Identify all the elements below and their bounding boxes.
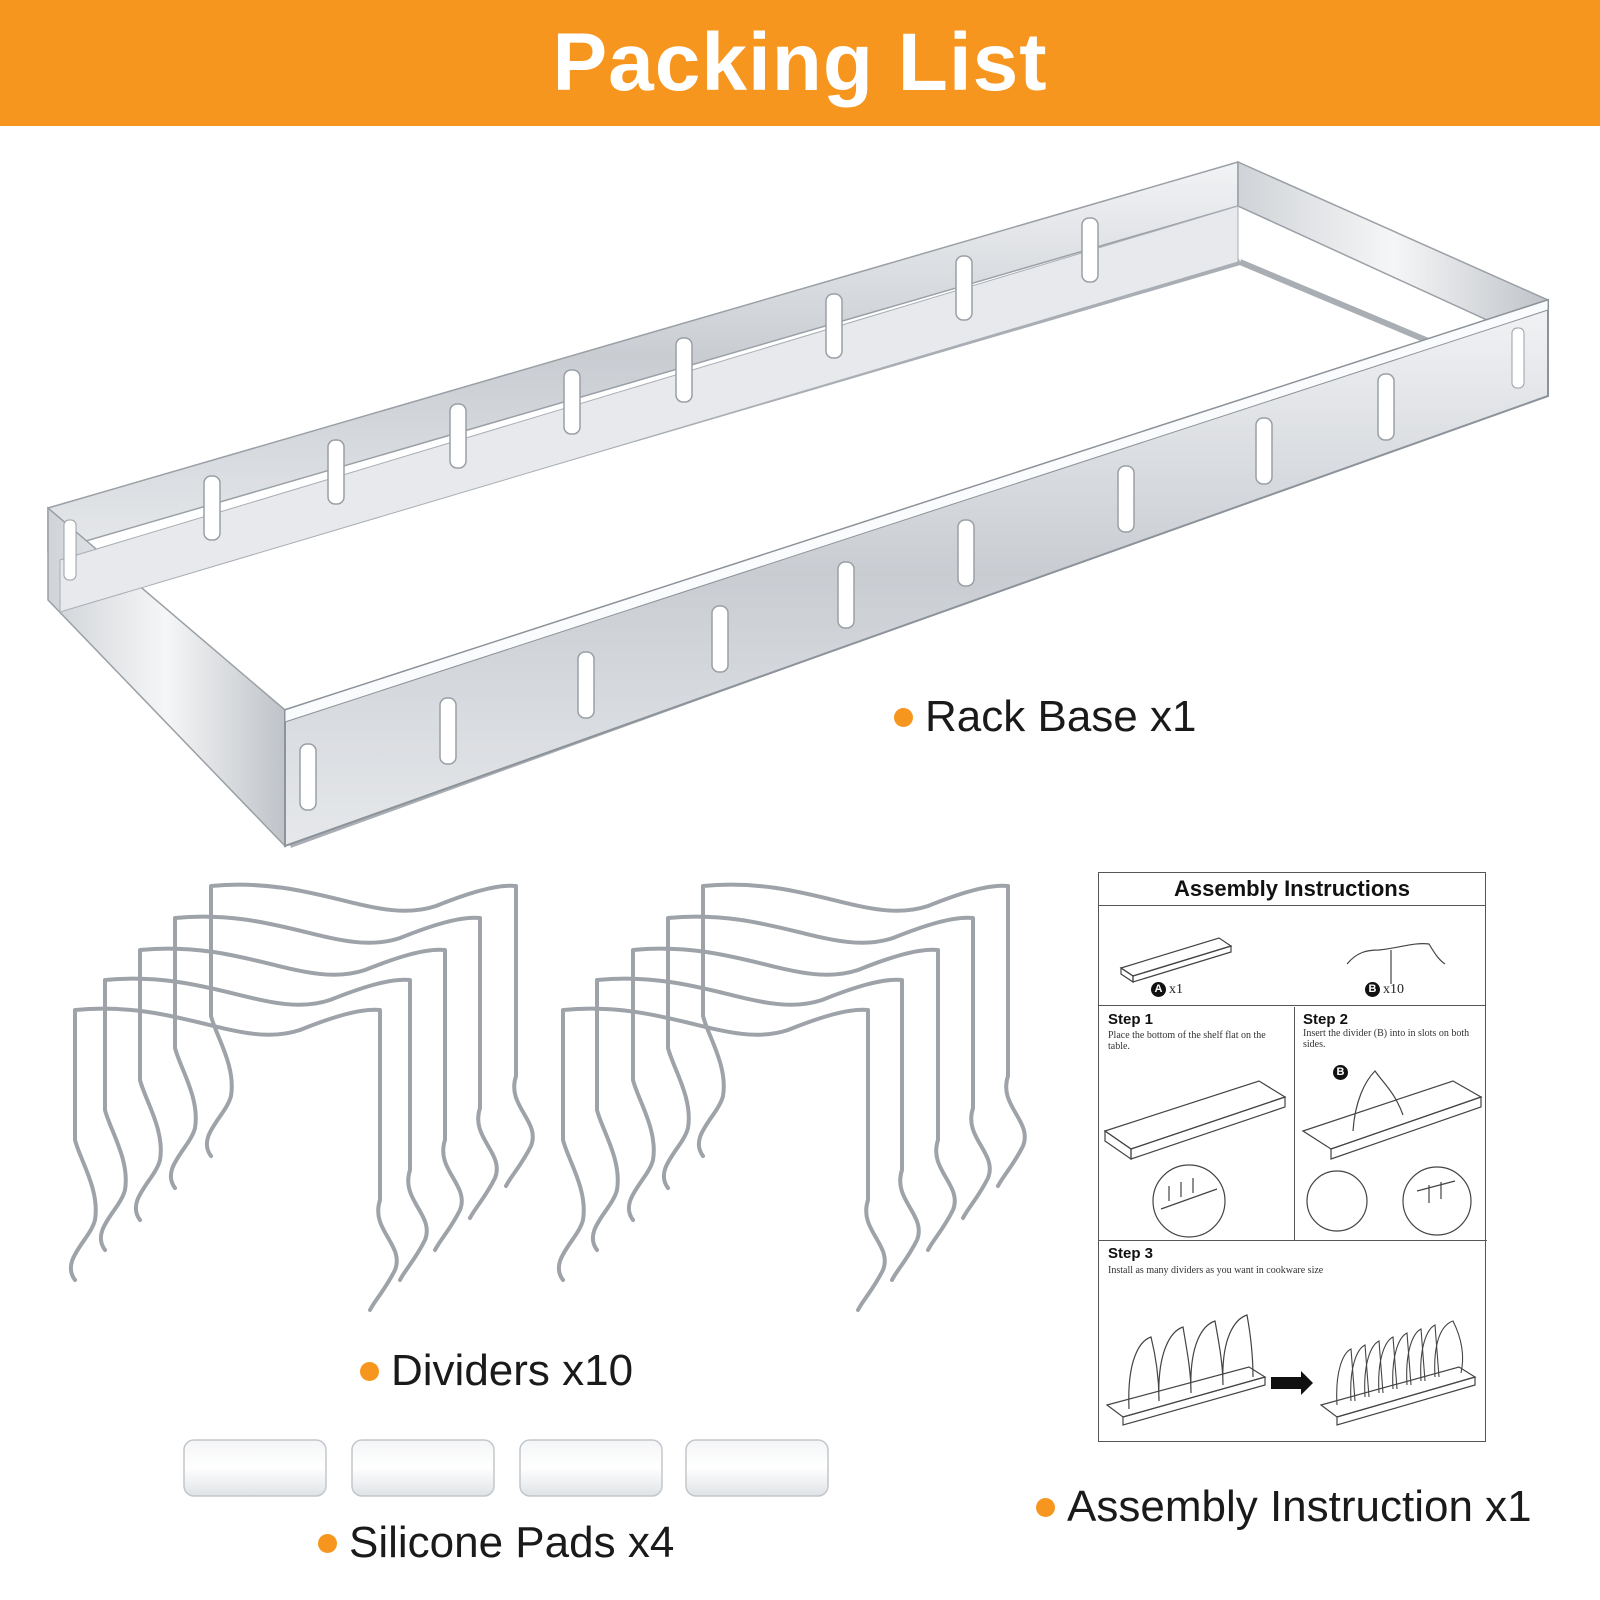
step-2-title: Step 2: [1303, 1011, 1349, 1028]
part-b-badge: B: [1365, 982, 1380, 998]
step-3-title: Step 3: [1108, 1245, 1154, 1262]
step-2-illustration: [1301, 1070, 1483, 1236]
silicone-pads-image: [183, 1439, 829, 1497]
header-banner: Packing List: [0, 0, 1600, 126]
manual-title: Assembly Instructions: [1099, 873, 1485, 906]
step-1-panel: Step 1 Place the bottom of the shelf fla…: [1099, 1007, 1295, 1241]
step-1-illustration: [1103, 1080, 1287, 1238]
step-1-title: Step 1: [1108, 1011, 1154, 1028]
dividers-image: [68, 882, 1027, 1312]
rack-base-label: Rack Base x1: [894, 692, 1196, 742]
step-3-illustration: [1105, 1314, 1477, 1426]
step-3-text: Install as many dividers as you want in …: [1108, 1265, 1324, 1276]
bullet-icon: [1036, 1497, 1055, 1517]
step-1-text: Place the bottom of the shelf flat on th…: [1108, 1030, 1266, 1052]
dividers-label: Dividers x10: [360, 1346, 633, 1396]
part-a-badge: A: [1151, 982, 1166, 998]
step-3-panel: Step 3 Install as many dividers as you w…: [1099, 1241, 1485, 1441]
step-2-panel: Step 2 Insert the divider (B) into in sl…: [1295, 1007, 1487, 1241]
step-2-text: Insert the divider (B) into in slots on …: [1303, 1028, 1470, 1050]
assembly-instruction-label: Assembly Instruction x1: [1036, 1482, 1532, 1532]
bullet-icon: [318, 1533, 337, 1553]
parts-illustration: [1119, 937, 1446, 984]
bullet-icon: [360, 1361, 379, 1381]
page-title: Packing List: [552, 17, 1048, 108]
bullet-icon: [894, 707, 913, 727]
silicone-pads-label: Silicone Pads x4: [318, 1518, 674, 1568]
step-2-badge: B: [1333, 1065, 1348, 1080]
rack-base-image: [47, 160, 1549, 848]
